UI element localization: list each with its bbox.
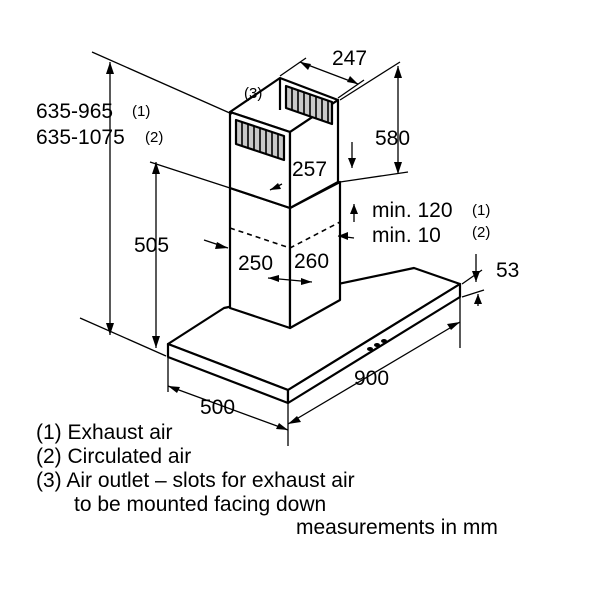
dimension-labels: 635-965 (1) 635-1075 (2) (3) 247 580 257…	[36, 47, 519, 419]
note-clearance-circulated: (2)	[472, 224, 490, 241]
dimension-lines	[79, 51, 485, 446]
label-clearance-circulated: min. 10	[372, 224, 441, 247]
legend-item-air-outlet: (3) Air outlet – slots for exhaust air	[36, 469, 355, 492]
label-chimney-depth: 247	[332, 47, 367, 70]
label-canopy-edge: 53	[496, 259, 519, 282]
label-chimney-width-upper: 257	[292, 158, 327, 181]
canopy	[166, 266, 462, 405]
canopy-side-edge	[286, 282, 462, 405]
label-canopy-width: 900	[354, 367, 389, 390]
control-panel	[367, 339, 387, 351]
lower-chimney	[228, 180, 342, 330]
label-clearance-exhaust: min. 120	[372, 199, 453, 222]
note-height-circulated: (2)	[145, 129, 163, 146]
legend-item-circulated: (2) Circulated air	[36, 445, 191, 468]
note-clearance-exhaust: (1)	[472, 202, 490, 219]
units-footer: measurements in mm	[296, 516, 498, 539]
label-hood-height: 505	[134, 234, 169, 257]
slot-lines-front	[241, 122, 279, 158]
label-height-circulated: 635-1075	[36, 126, 125, 149]
legend: (1) Exhaust air (2) Circulated air (3) A…	[36, 421, 355, 516]
label-canopy-depth: 500	[200, 396, 235, 419]
label-chimney-width-lower: 260	[294, 250, 329, 273]
label-chimney-depth-lower: 250	[238, 252, 273, 275]
slot-lines-back	[291, 88, 329, 122]
legend-item-exhaust: (1) Exhaust air	[36, 421, 173, 444]
legend-item-air-outlet-cont: to be mounted facing down	[74, 493, 326, 516]
note-height-exhaust: (1)	[132, 103, 150, 120]
note-air-outlet: (3)	[244, 85, 262, 102]
label-chimney-height: 580	[375, 127, 410, 150]
chimney-overlap-dashed	[229, 221, 341, 249]
upper-chimney	[228, 76, 340, 210]
label-height-exhaust: 635-965	[36, 100, 113, 123]
